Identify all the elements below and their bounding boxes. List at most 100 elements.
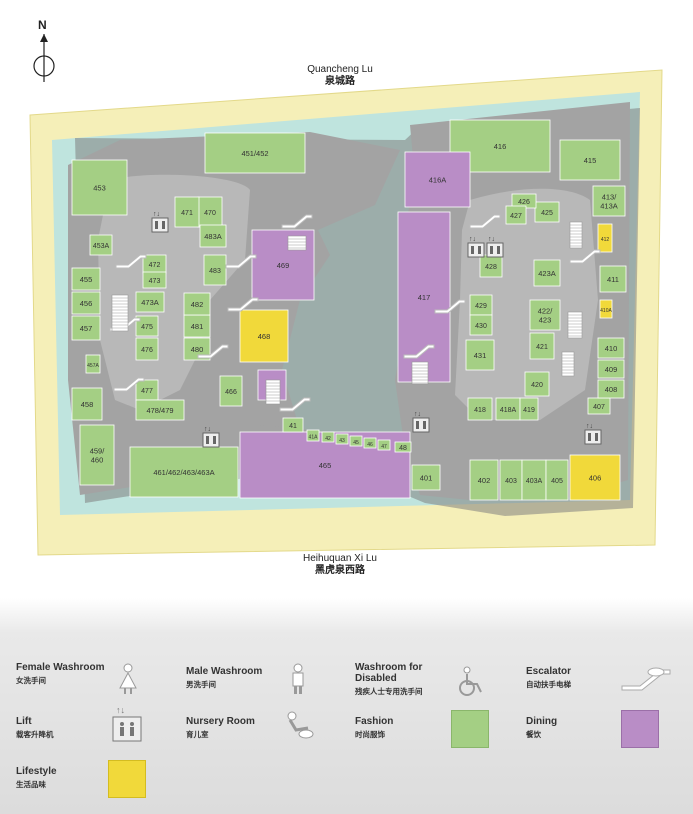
shop-unit-48[interactable]: 48 [394, 441, 412, 453]
shop-unit-457A[interactable]: 457A [85, 354, 101, 374]
shop-unit-427[interactable]: 427 [505, 205, 527, 225]
shop-unit-412[interactable]: 412 [597, 223, 613, 253]
shop-unit-476[interactable]: 476 [135, 337, 159, 361]
shop-unit-483[interactable]: 483 [203, 254, 227, 286]
shop-unit-459-460[interactable]: 459/460 [79, 424, 115, 486]
escalator-icon[interactable] [469, 214, 501, 229]
shop-unit-406[interactable]: 406 [569, 454, 621, 501]
escalator-icon[interactable] [281, 214, 313, 229]
shop-unit-473[interactable]: 473 [142, 271, 167, 289]
shop-unit-405[interactable]: 405 [545, 459, 569, 501]
lift-icon[interactable]: ↑↓ [486, 236, 504, 258]
escalator-icon[interactable] [279, 397, 311, 412]
shop-unit-431[interactable]: 431 [465, 339, 495, 371]
shop-unit-470[interactable]: 470 [197, 196, 223, 228]
escalator-icon[interactable] [113, 377, 145, 392]
shop-unit-483A[interactable]: 483A [199, 224, 227, 248]
shop-unit-422-423[interactable]: 422/423 [529, 299, 561, 331]
shop-unit-430[interactable]: 430 [469, 314, 493, 336]
shop-unit-label: 417 [418, 293, 431, 302]
shop-unit-456[interactable]: 456 [71, 291, 101, 315]
escalator-icon[interactable] [115, 254, 147, 269]
lift-icon[interactable]: ↑↓ [584, 423, 602, 445]
shop-unit-471[interactable]: 471 [174, 196, 200, 228]
shop-unit-402[interactable]: 402 [469, 459, 499, 501]
shop-unit-label: 423A [538, 269, 556, 278]
shop-unit-403A[interactable]: 403A [521, 459, 547, 501]
svg-text:↑↓: ↑↓ [116, 705, 125, 715]
shop-unit-42[interactable]: 42 [321, 431, 335, 443]
shop-unit-label: 410 [605, 344, 618, 353]
svg-text:↑↓: ↑↓ [488, 236, 495, 243]
shop-unit-403[interactable]: 403 [499, 459, 523, 501]
lift-icon[interactable]: ↑↓ [151, 211, 169, 233]
shop-unit-401[interactable]: 401 [411, 464, 441, 491]
shop-unit-468[interactable]: 468 [239, 309, 289, 363]
escalator-icon[interactable] [403, 344, 435, 359]
shop-unit-415[interactable]: 415 [559, 139, 621, 181]
shop-unit-407[interactable]: 407 [587, 397, 611, 415]
shop-unit-458[interactable]: 458 [71, 387, 103, 421]
shop-unit-413-413A[interactable]: 413/413A [592, 185, 626, 217]
shop-unit-label: 415 [584, 156, 597, 165]
shop-unit-label: 466 [225, 389, 237, 396]
shop-unit-416A[interactable]: 416A [404, 151, 471, 208]
shop-unit-451-452[interactable]: 451/452 [204, 132, 306, 174]
shop-unit-457[interactable]: 457 [71, 315, 101, 341]
escalator-icon[interactable] [227, 297, 259, 312]
shop-unit-478-479[interactable]: 478/479 [135, 399, 185, 421]
shop-unit-label: 480 [191, 345, 204, 354]
shop-unit-481[interactable]: 481 [183, 314, 211, 338]
shop-unit-shape [71, 267, 101, 291]
shop-unit-423A[interactable]: 423A [533, 259, 561, 287]
shop-unit-475[interactable]: 475 [135, 315, 159, 337]
shop-unit-label: 465 [319, 461, 332, 470]
shop-unit-428[interactable]: 428 [479, 254, 503, 278]
shop-unit-47[interactable]: 47 [377, 439, 391, 451]
fashion-swatch [451, 710, 489, 748]
shop-unit-420[interactable]: 420 [524, 371, 550, 397]
shop-unit-411[interactable]: 411 [599, 265, 627, 293]
shop-unit-label: 403A [526, 478, 543, 485]
shop-unit-409[interactable]: 409 [597, 359, 625, 379]
shop-unit-455[interactable]: 455 [71, 267, 101, 291]
shop-unit-417[interactable]: 417 [397, 211, 451, 383]
shop-unit-41A[interactable]: 41A [306, 429, 320, 442]
lift-icon[interactable]: ↑↓ [412, 411, 430, 433]
shop-unit-label: 410A [600, 308, 612, 314]
escalator-icon[interactable] [569, 249, 601, 264]
shop-unit-453A[interactable]: 453A [89, 234, 113, 256]
legend-label: Dining [526, 716, 558, 727]
shop-unit-419[interactable]: 419 [519, 397, 539, 421]
shop-unit-408[interactable]: 408 [597, 379, 625, 399]
shop-unit-46[interactable]: 46 [363, 437, 377, 449]
shop-unit-421[interactable]: 421 [529, 332, 555, 360]
legend-sublabel: 自动扶手电梯 [526, 680, 571, 689]
shop-unit-45[interactable]: 45 [349, 435, 363, 447]
shop-unit-425[interactable]: 425 [534, 201, 560, 223]
shop-unit-shape [79, 424, 115, 486]
shop-unit-43[interactable]: 43 [335, 433, 349, 445]
escalator-icon[interactable] [197, 344, 229, 359]
shop-unit-label: 457A [87, 363, 99, 369]
shop-unit-429[interactable]: 429 [469, 294, 493, 316]
shop-unit-410A[interactable]: 410A [599, 299, 612, 319]
shop-unit-461-462-463-463A[interactable]: 461/462/463/463A [129, 446, 239, 498]
shop-unit-label: 470 [204, 210, 216, 217]
shop-unit-label: 41 [289, 423, 297, 430]
shop-unit-466[interactable]: 466 [219, 375, 243, 407]
shop-unit-418A[interactable]: 418A [495, 397, 521, 421]
shop-unit-41[interactable]: 41 [282, 417, 304, 433]
escalator-icon[interactable] [434, 299, 466, 314]
shop-unit-410[interactable]: 410 [597, 337, 625, 359]
lift-icon[interactable]: ↑↓ [467, 236, 485, 258]
shop-unit-label: 453A [93, 243, 110, 250]
shop-unit-453[interactable]: 453 [71, 159, 128, 216]
shop-unit-418[interactable]: 418 [467, 397, 493, 421]
lift-icon[interactable]: ↑↓ [202, 426, 220, 448]
shop-unit-473A[interactable]: 473A [135, 291, 165, 313]
shop-unit-label: 41A [309, 435, 319, 441]
shop-unit-477[interactable]: 477 [135, 379, 159, 401]
escalator-icon[interactable] [225, 254, 257, 269]
shop-unit-482[interactable]: 482 [183, 292, 211, 316]
